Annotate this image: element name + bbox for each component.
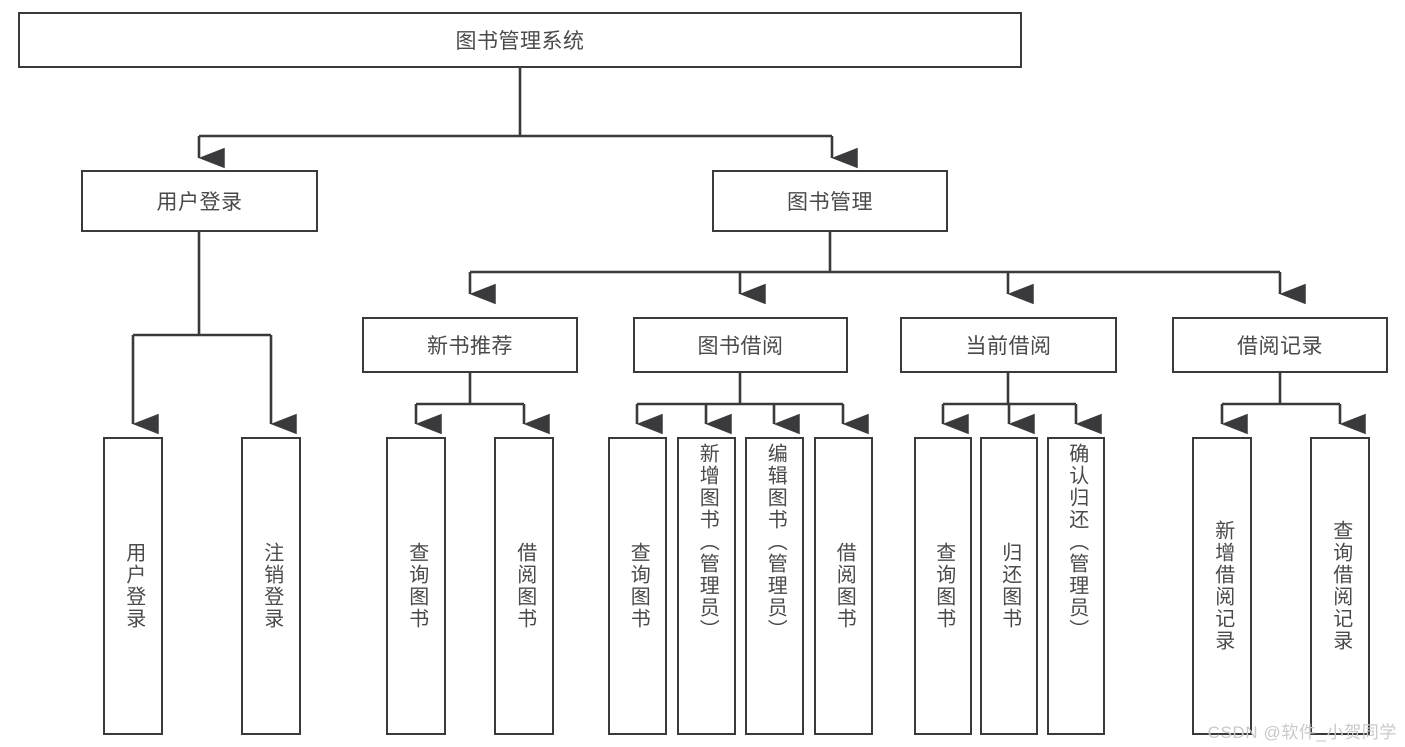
leaf-user-logout[interactable]: 注销登录 — [241, 437, 301, 735]
node-label: 借阅记录 — [1237, 335, 1323, 358]
node-book-borrow[interactable]: 图书借阅 — [633, 317, 848, 373]
node-label: 查询图书 — [405, 542, 428, 630]
node-book-management[interactable]: 图书管理 — [712, 170, 948, 232]
node-label: 借阅图书 — [513, 542, 536, 630]
leaf-borrow-add-book-admin[interactable]: 新增图书（管理员） — [677, 437, 736, 735]
node-label: 新增借阅记录 — [1211, 520, 1234, 652]
leaf-current-query-book[interactable]: 查询图书 — [914, 437, 972, 735]
node-label: 查询图书 — [627, 542, 650, 630]
node-new-book-recommend[interactable]: 新书推荐 — [362, 317, 578, 373]
node-label: 编辑图书（管理员） — [764, 443, 787, 641]
node-label: 用户登录 — [122, 542, 145, 630]
leaf-record-query-borrow-record[interactable]: 查询借阅记录 — [1310, 437, 1370, 735]
node-label: 查询图书 — [932, 542, 955, 630]
leaf-borrow-edit-book-admin[interactable]: 编辑图书（管理员） — [745, 437, 804, 735]
node-label: 确认归还（管理员） — [1065, 443, 1088, 641]
leaf-recommend-query-book[interactable]: 查询图书 — [386, 437, 446, 735]
leaf-borrow-query-book[interactable]: 查询图书 — [608, 437, 667, 735]
node-label: 查询借阅记录 — [1329, 520, 1352, 652]
leaf-recommend-borrow-book[interactable]: 借阅图书 — [494, 437, 554, 735]
node-label: 归还图书 — [998, 542, 1021, 630]
leaf-current-return-book[interactable]: 归还图书 — [980, 437, 1038, 735]
node-borrow-record[interactable]: 借阅记录 — [1172, 317, 1388, 373]
node-label: 注销登录 — [260, 542, 283, 630]
leaf-record-add-borrow-record[interactable]: 新增借阅记录 — [1192, 437, 1252, 735]
node-label: 图书管理系统 — [455, 30, 585, 53]
node-label: 图书管理 — [787, 191, 873, 214]
node-label: 图书借阅 — [697, 335, 784, 358]
node-label: 借阅图书 — [833, 542, 856, 630]
node-label: 新增图书（管理员） — [696, 443, 719, 641]
node-current-borrow[interactable]: 当前借阅 — [900, 317, 1117, 373]
leaf-borrow-borrow-book[interactable]: 借阅图书 — [814, 437, 873, 735]
leaf-user-login[interactable]: 用户登录 — [103, 437, 163, 735]
node-label: 新书推荐 — [427, 335, 513, 358]
node-root-system[interactable]: 图书管理系统 — [18, 12, 1022, 68]
node-user-login[interactable]: 用户登录 — [81, 170, 318, 232]
node-label: 当前借阅 — [965, 335, 1052, 358]
leaf-current-confirm-return-admin[interactable]: 确认归还（管理员） — [1047, 437, 1105, 735]
node-label: 用户登录 — [156, 191, 243, 214]
